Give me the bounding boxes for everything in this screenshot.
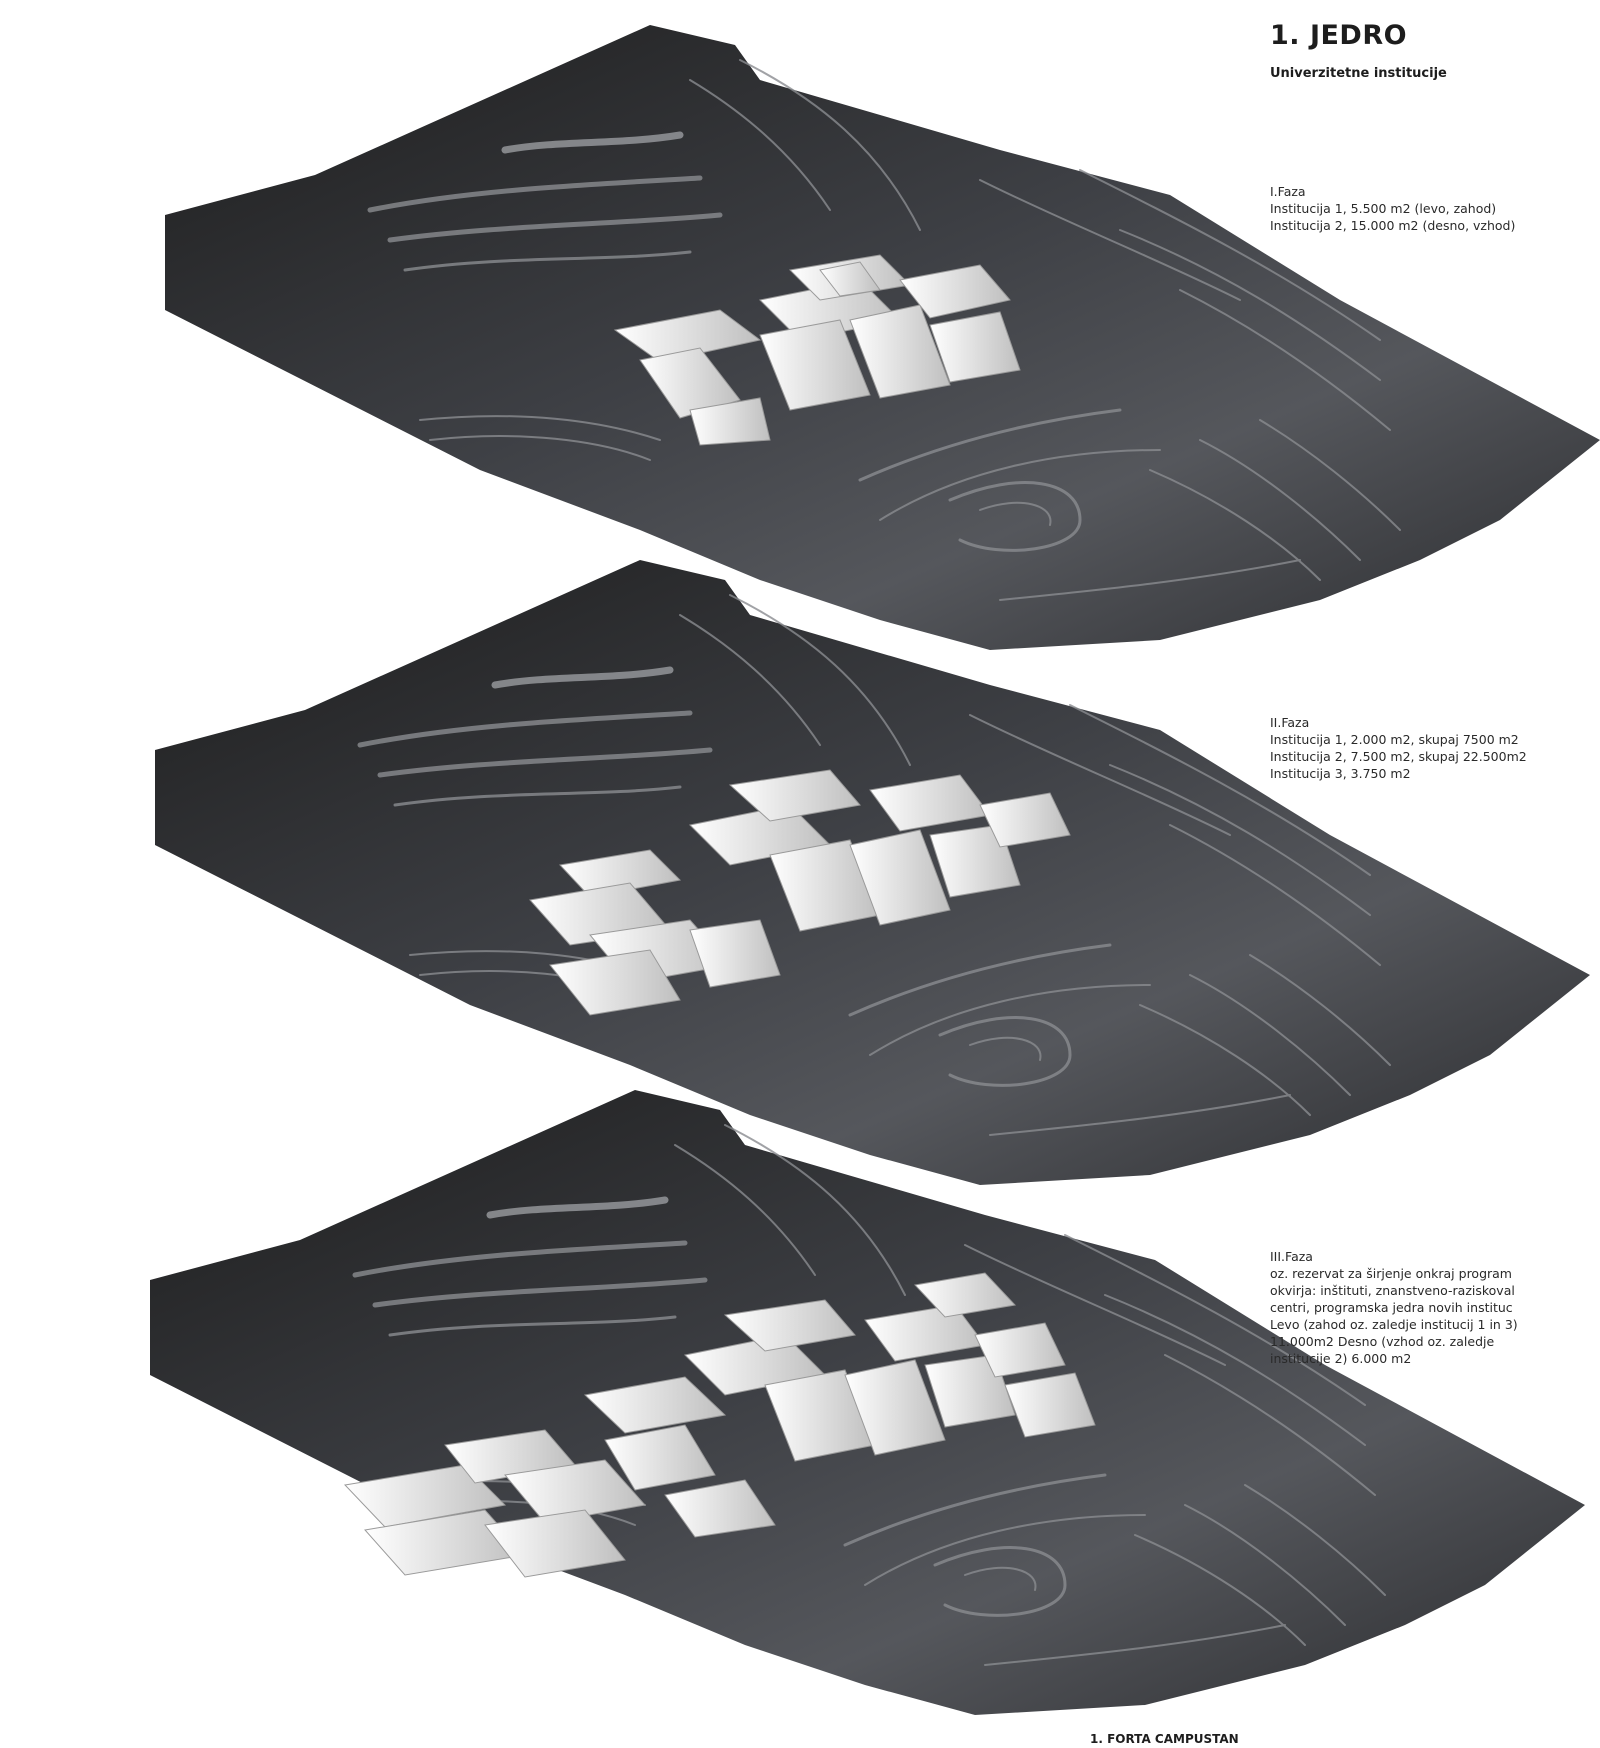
footer-caption: 1. FORTA CAMPUSTAN [1090,1732,1239,1746]
phase-1-line: Institucija 1, 5.500 m2 (levo, zahod) [1270,200,1600,217]
terrain-phase-2 [155,560,1590,1185]
phase-1-description: I.Faza Institucija 1, 5.500 m2 (levo, za… [1270,183,1600,234]
phase-3-line: institucije 2) 6.000 m2 [1270,1350,1600,1367]
phase-3-line: oz. rezervat za širjenje onkraj program [1270,1265,1600,1282]
phase-2-description: II.Faza Institucija 1, 2.000 m2, skupaj … [1270,714,1600,782]
terrain-phase-1 [165,25,1600,650]
phase-2-line: Institucija 3, 3.750 m2 [1270,765,1600,782]
phase-3-line: okvirja: inštituti, znanstveno-raziskova… [1270,1282,1600,1299]
page-subtitle: Univerzitetne institucije [1270,66,1447,81]
phase-3-line: 11.000m2 Desno (vzhod oz. zaledje [1270,1333,1600,1350]
phase-2-label: II.Faza [1270,714,1600,731]
phase-2-line: Institucija 2, 7.500 m2, skupaj 22.500m2 [1270,748,1600,765]
phase-3-label: III.Faza [1270,1248,1600,1265]
phase-3-line: Levo (zahod oz. zaledje institucij 1 in … [1270,1316,1600,1333]
phase-1-line: Institucija 2, 15.000 m2 (desno, vzhod) [1270,217,1600,234]
phase-1-label: I.Faza [1270,183,1600,200]
phase-2-line: Institucija 1, 2.000 m2, skupaj 7500 m2 [1270,731,1600,748]
page-title: 1. JEDRO [1270,20,1407,51]
terrain-phase-3 [150,1090,1585,1715]
phase-3-line: centri, programska jedra novih instituc [1270,1299,1600,1316]
phase-3-description: III.Faza oz. rezervat za širjenje onkraj… [1270,1248,1600,1367]
